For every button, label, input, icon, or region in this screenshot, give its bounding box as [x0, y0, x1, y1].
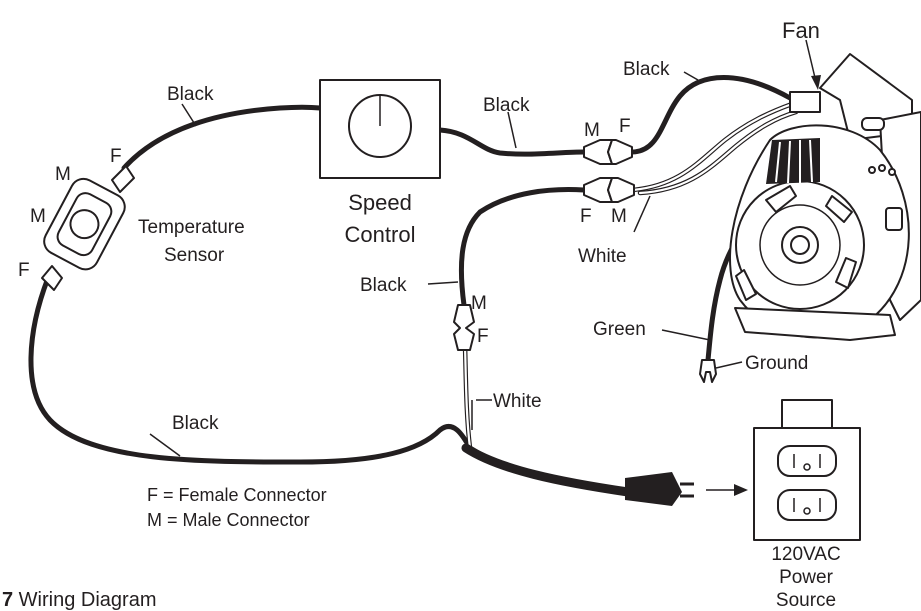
fan-slot-1 [765, 185, 797, 213]
connector-black-mf-2 [607, 139, 633, 165]
wire-black-sensor-to-speed [121, 104, 323, 171]
wires [28, 75, 803, 497]
label-conn-m-vert: M [471, 293, 487, 314]
legend-male: M = Male Connector [147, 510, 310, 530]
label-sensor-f-bottom: F [18, 260, 30, 281]
label-conn-m-white: M [611, 206, 627, 227]
wire-white-connector-to-fan2-i [638, 110, 798, 195]
label-temp-sensor-1: Temperature [138, 217, 245, 238]
outlet-receptacle-bottom [777, 489, 837, 521]
connectors [453, 139, 635, 351]
fan-terminal-block [789, 91, 821, 113]
wire-white-connector-to-fan-i [630, 102, 794, 192]
fan-slot-2 [825, 195, 853, 223]
fan-hole-3 [888, 168, 896, 176]
wire-cord-to-plug [461, 443, 633, 497]
label-white-mid: White [493, 391, 542, 412]
fan [729, 53, 921, 341]
label-temp-sensor-2: Sensor [164, 245, 225, 266]
label-power-3: Source [776, 590, 836, 611]
arrow-plug-to-outlet [706, 484, 748, 496]
wire-white-vertical-i [463, 343, 472, 450]
fan-slot-4 [735, 269, 757, 301]
label-power-1: 120VAC [771, 544, 840, 565]
fan-hole-1 [868, 166, 876, 174]
label-sensor-m-mid: M [30, 206, 46, 227]
label-speed-control-1: Speed [348, 190, 412, 215]
connector-white-fm-2 [607, 177, 635, 203]
label-conn-f-top: F [619, 116, 631, 137]
label-green: Green [593, 319, 646, 340]
wire-black-branch-to-connector [458, 187, 587, 308]
label-black-bottom: Black [172, 413, 219, 434]
label-power-2: Power [779, 567, 834, 588]
plug-body [625, 472, 682, 506]
figure-caption: 7 Wiring Diagram [2, 589, 156, 611]
speed-control [319, 79, 441, 179]
fan-vent-lines [775, 139, 813, 184]
label-black-fan: Black [623, 59, 670, 80]
outlet-receptacle-top [777, 445, 837, 477]
label-speed-control-2: Control [345, 222, 416, 247]
label-sensor-f-top: F [110, 146, 122, 167]
leader-lines [149, 39, 821, 457]
fan-small-window [885, 207, 903, 231]
fan-base [734, 307, 896, 341]
label-black-mid: Black [483, 95, 530, 116]
wire-black-sensor-to-plug [28, 275, 631, 493]
fan-hole-2 [878, 164, 886, 172]
fan-motor-axle [790, 235, 810, 255]
label-conn-f-vert: F [477, 326, 489, 347]
figure-caption-number: 7 [2, 589, 13, 611]
wire-black-connector-to-fan [629, 75, 793, 155]
label-conn-f-white: F [580, 206, 592, 227]
legend-female: F = Female Connector [147, 485, 327, 505]
power-plug [625, 472, 694, 506]
sensor-connector-top [111, 165, 135, 193]
label-sensor-m-top: M [55, 164, 71, 185]
label-conn-m-top: M [584, 120, 600, 141]
temperature-sensor [41, 165, 135, 291]
figure-caption-text: Wiring Diagram [13, 589, 156, 611]
label-ground: Ground [745, 353, 808, 374]
sensor-connector-bottom [41, 265, 63, 291]
fan-slot-3 [835, 257, 857, 289]
wire-black-speed-to-connector [437, 127, 587, 157]
connector-vertical-mf [453, 304, 475, 351]
ground-lug-icon [699, 359, 717, 383]
label-fan: Fan [782, 18, 820, 43]
outlet-plate [753, 427, 861, 541]
label-white-right: White [578, 246, 627, 267]
label-black-top-left: Black [167, 84, 214, 105]
temperature-sensor-disc-center [76, 216, 93, 233]
label-black-left-lower: Black [360, 275, 407, 296]
outlet-top-box [781, 399, 833, 429]
power-outlet [753, 399, 861, 541]
fan-motor-ring [759, 204, 841, 286]
fan-label-plate [861, 117, 885, 131]
